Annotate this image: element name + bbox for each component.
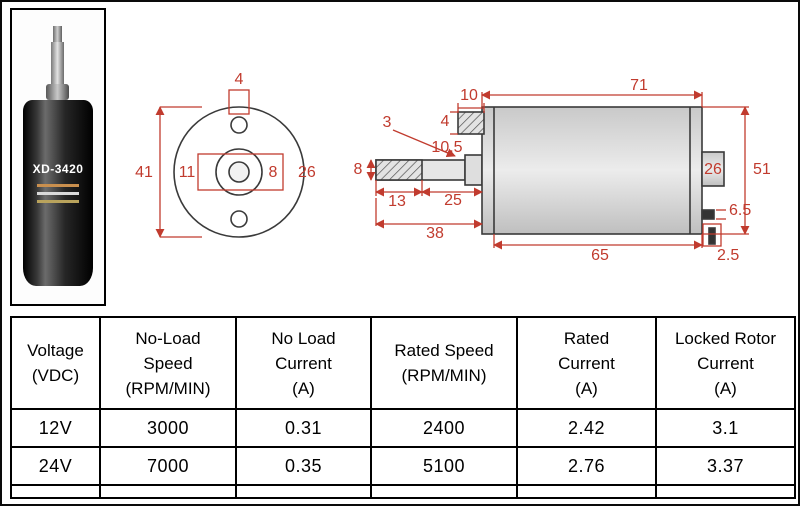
dim-label-hub-width: 26 bbox=[298, 164, 316, 181]
table-cell bbox=[99, 484, 237, 499]
front-view-drawing: 4 41 11 8 26 bbox=[135, 71, 316, 238]
shaft-hole bbox=[228, 161, 250, 183]
dim-label-boss-height: 4 bbox=[441, 113, 450, 130]
dim-label-shaft-total: 38 bbox=[426, 225, 444, 242]
header-line: Speed bbox=[143, 353, 193, 373]
header-line: (A) bbox=[714, 378, 737, 398]
dim-label-collar-dia: 10.5 bbox=[431, 139, 462, 156]
side-dimension-lines bbox=[366, 90, 750, 250]
header-line: (VDC) bbox=[31, 366, 80, 385]
header-line: Locked Rotor bbox=[674, 328, 777, 348]
mounting-hole-bottom bbox=[230, 210, 248, 228]
leader-keyway bbox=[392, 129, 456, 158]
header-line: No-Load bbox=[135, 328, 201, 348]
dim-label-shaft-rear: 25 bbox=[444, 192, 462, 209]
dim-label-hole: 4 bbox=[235, 71, 244, 88]
table-row-12v: 12V 3000 0.31 2400 2.42 3.1 bbox=[10, 408, 796, 448]
dim-label-hub: 11 bbox=[179, 164, 196, 181]
table-cell: 2400 bbox=[370, 408, 518, 448]
table-cell: 0.31 bbox=[235, 408, 372, 448]
front-geometry bbox=[173, 106, 305, 238]
motor-shaft-tip bbox=[53, 26, 62, 42]
table-cell: 12V bbox=[10, 408, 101, 448]
motor-shaft-collar bbox=[46, 84, 69, 100]
dim-label-boss-width: 10 bbox=[460, 87, 478, 104]
dim-label-shaft-dia: 8 bbox=[354, 161, 363, 178]
header-line: (A) bbox=[292, 378, 315, 398]
header-line: (A) bbox=[575, 378, 598, 398]
shaft-collar-side bbox=[464, 154, 483, 186]
dim-label-total-length: 71 bbox=[630, 77, 648, 94]
product-photo-panel: XD-3420 bbox=[10, 8, 106, 306]
table-cell: 5100 bbox=[370, 446, 518, 486]
header-row: Voltage (VDC) No-Load Speed (RPM/MIN) No… bbox=[10, 316, 796, 410]
table-cell: 3000 bbox=[99, 408, 237, 448]
rear-boss bbox=[701, 151, 725, 187]
header-line: Current bbox=[275, 353, 332, 373]
table-cell: 3.1 bbox=[655, 408, 796, 448]
sticker-line bbox=[37, 200, 79, 203]
dim-label-rear-boss: 26 bbox=[704, 161, 722, 178]
header-line: (RPM/MIN) bbox=[401, 366, 487, 385]
motor-body: XD-3420 bbox=[23, 100, 93, 286]
table-cell: 2.42 bbox=[516, 408, 657, 448]
table-cell: 7000 bbox=[99, 446, 237, 486]
table-cell bbox=[655, 484, 796, 499]
spec-table: Voltage (VDC) No-Load Speed (RPM/MIN) No… bbox=[10, 316, 796, 499]
mounting-boss bbox=[457, 111, 485, 135]
dim-label-terminal: 6.5 bbox=[729, 202, 751, 219]
header-line: Current bbox=[558, 353, 615, 373]
hub-circle bbox=[215, 148, 263, 196]
header-locked-rotor-current: Locked Rotor Current (A) bbox=[655, 316, 796, 410]
dim-label-shaft-hole: 8 bbox=[269, 164, 278, 181]
side-geometry bbox=[375, 106, 725, 245]
header-voltage: Voltage (VDC) bbox=[10, 316, 101, 410]
shaft-knurl bbox=[375, 159, 423, 181]
terminal-block bbox=[701, 209, 715, 220]
motor-case bbox=[481, 106, 703, 235]
header-rated-speed: Rated Speed (RPM/MIN) bbox=[370, 316, 518, 410]
table-cell: 0.35 bbox=[235, 446, 372, 486]
table-row-stub bbox=[10, 484, 796, 499]
header-line: Voltage bbox=[27, 341, 84, 360]
dim-label-body-dia: 51 bbox=[753, 161, 771, 178]
outer-circle bbox=[173, 106, 305, 238]
dim-box-hole bbox=[228, 89, 250, 115]
header-rated-current: Rated Current (A) bbox=[516, 316, 657, 410]
terminal-pin bbox=[708, 227, 716, 245]
side-view-drawing: 71 10 4 3 10.5 8 13 25 38 65 26 51 6.5 2… bbox=[354, 77, 771, 264]
motor-shaft bbox=[51, 42, 64, 84]
header-line: Rated bbox=[563, 328, 610, 348]
table-cell bbox=[235, 484, 372, 499]
front-dimension-lines bbox=[155, 89, 284, 238]
sticker-line bbox=[37, 184, 79, 187]
table-cell: 2.76 bbox=[516, 446, 657, 486]
dim-label-keyway: 3 bbox=[383, 114, 392, 131]
dim-label-shaft-front: 13 bbox=[388, 193, 406, 210]
sticker-line bbox=[37, 192, 79, 195]
header-noload-current: No Load Current (A) bbox=[235, 316, 372, 410]
dim-label-pin: 2.5 bbox=[717, 247, 739, 264]
dim-box-hub bbox=[197, 153, 284, 191]
header-line: No Load bbox=[271, 328, 336, 348]
table-cell bbox=[516, 484, 657, 499]
header-line: Rated Speed bbox=[394, 341, 494, 360]
table-cell: 24V bbox=[10, 446, 101, 486]
dim-box-pin bbox=[702, 223, 722, 247]
table-cell bbox=[370, 484, 518, 499]
header-line: Current bbox=[697, 353, 754, 373]
dim-label-outer-dia: 41 bbox=[135, 164, 153, 181]
header-line: (RPM/MIN) bbox=[125, 378, 211, 398]
table-cell: 3.37 bbox=[655, 446, 796, 486]
motor-model-label: XD-3420 bbox=[32, 162, 84, 176]
header-noload-speed: No-Load Speed (RPM/MIN) bbox=[99, 316, 237, 410]
table-cell bbox=[10, 484, 101, 499]
dim-label-case-length: 65 bbox=[591, 247, 609, 264]
mounting-hole-top bbox=[230, 116, 248, 134]
table-row-24v: 24V 7000 0.35 5100 2.76 3.37 bbox=[10, 446, 796, 486]
